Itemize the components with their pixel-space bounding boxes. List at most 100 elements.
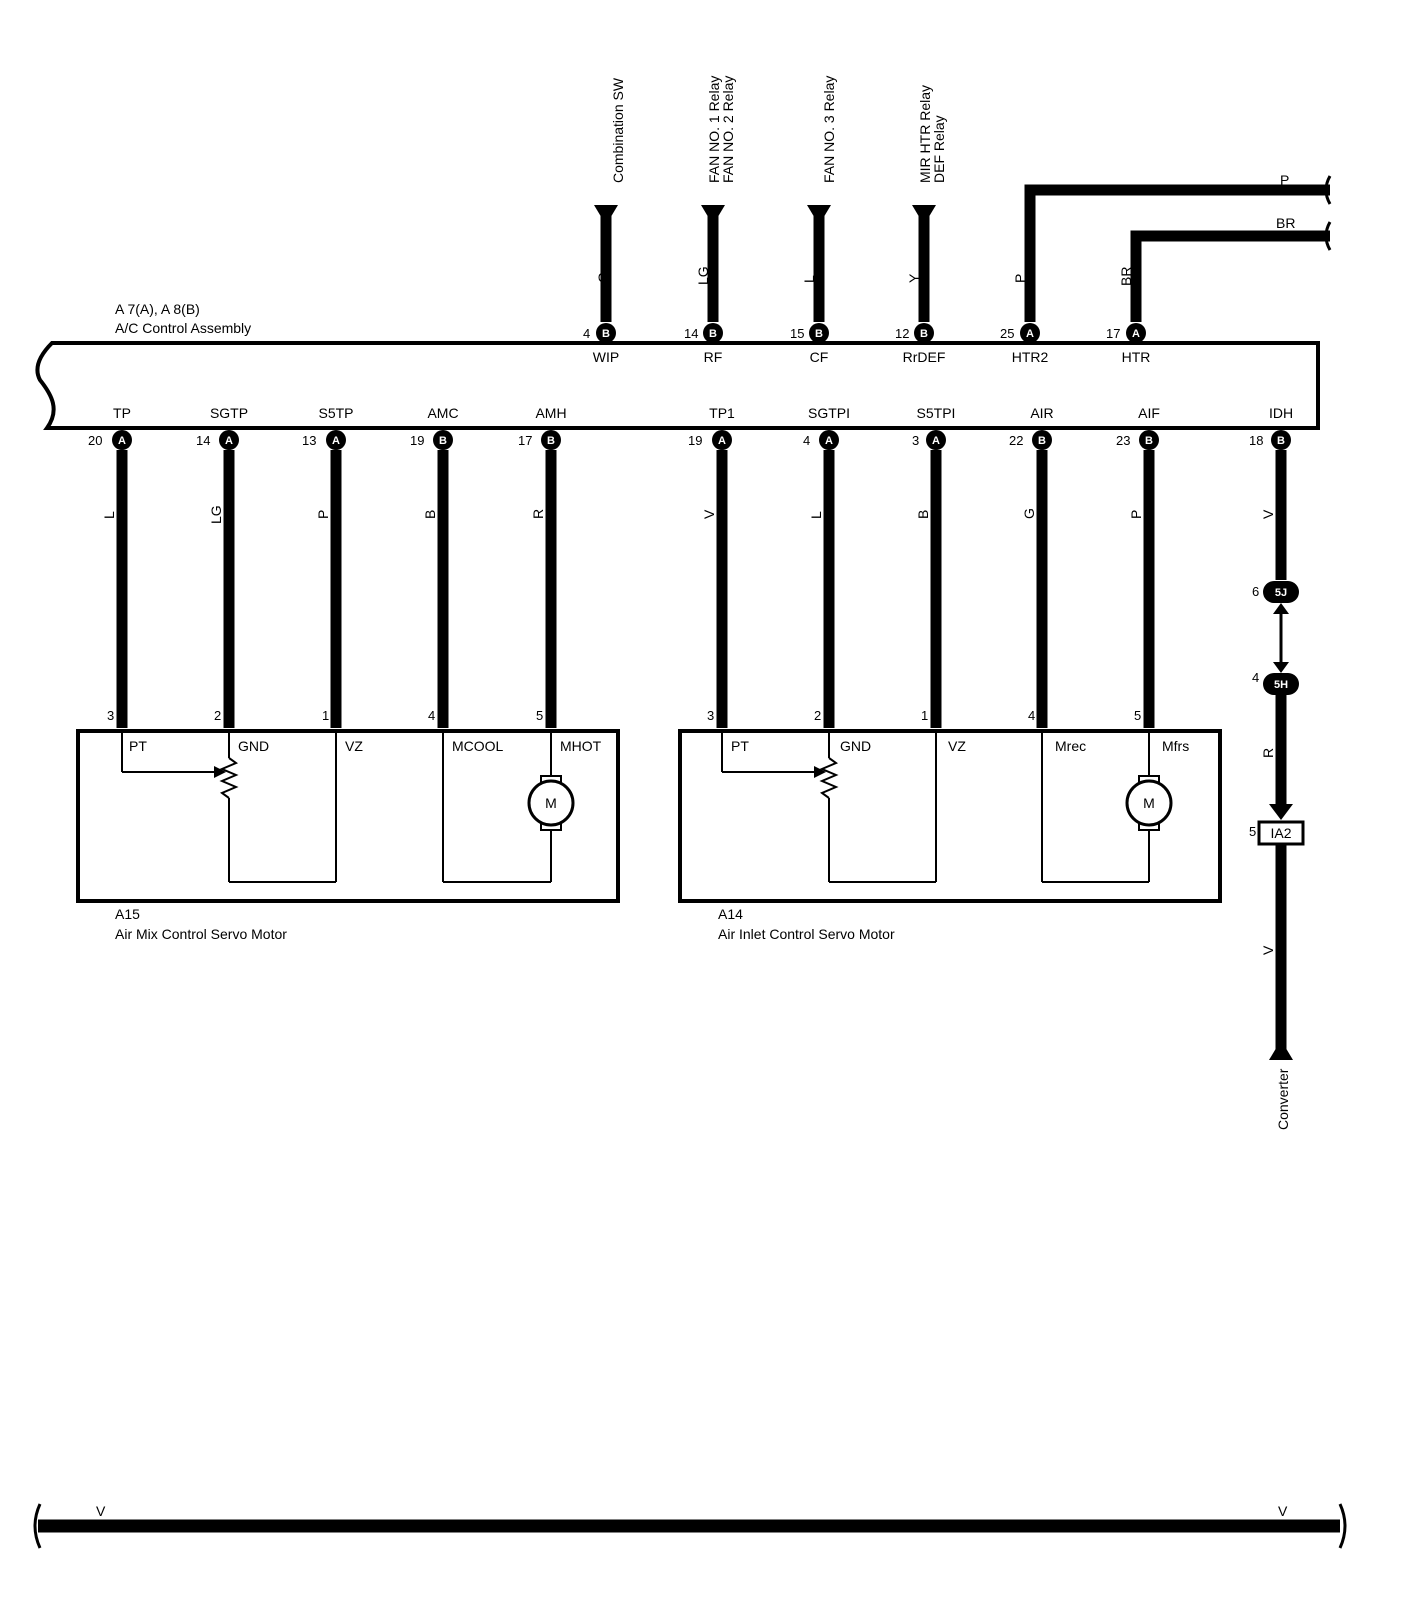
amc-wire-color: B [422,510,438,519]
idh-wire-color: V [1260,509,1276,519]
htr2-pin: 25 [1000,326,1014,341]
top-wire-htr: BR BR 17 A HTR [1106,215,1332,365]
a15-motor-symbol: M [545,795,557,811]
a15-wiper-arrow-icon [214,766,226,778]
a14-terminal-gnd: GND [840,738,871,754]
htr-wire-color: BR [1118,267,1134,286]
wip-connector: B [602,328,610,340]
rf-destination-1: FAN NO. 1 Relay [706,76,722,183]
a15-terminal-vz: VZ [345,738,363,754]
htr-connector: A [1132,328,1140,340]
top-wire-rf: FAN NO. 1 Relay FAN NO. 2 Relay LG 14 B … [684,76,736,365]
a15-name: Air Mix Control Servo Motor [115,926,287,942]
htr-pin: 17 [1106,326,1120,341]
air-signal: AIR [1030,405,1053,421]
wip-wire-color: G [595,272,611,283]
a14-potentiometer-icon [819,757,839,799]
sgtp-connector: A [225,435,233,447]
cf-signal: CF [810,349,829,365]
wip-destination: Combination SW [610,77,626,183]
cf-destination: FAN NO. 3 Relay [821,76,837,183]
sgtp-motor-pin: 2 [214,708,221,723]
air-motor-pin: 4 [1028,708,1035,723]
sgtp-wire-color: LG [208,505,224,524]
htr2-continue-color: P [1280,172,1289,188]
top-wire-cf: FAN NO. 3 Relay L 15 B CF [790,76,837,365]
ac-control-ref: A 7(A), A 8(B) [115,301,200,317]
bottom-wire-s5tpi: S5TPI 3 A B 1 [912,405,955,728]
tp-connector: A [118,435,126,447]
bottom-bus-left-color: V [96,1503,106,1519]
s5tp-motor-pin: 1 [322,708,329,723]
rrdef-destination-1: MIR HTR Relay [917,85,933,183]
rf-signal: RF [704,349,723,365]
junction-up-arrow-icon [1273,603,1289,614]
tp1-pin: 19 [688,433,702,448]
idh-r-wire-color: R [1260,748,1276,758]
cf-pin: 15 [790,326,804,341]
air-connector: B [1038,435,1046,447]
s5tpi-wire-color: B [915,510,931,519]
bottom-wire-air: AIR 22 B G 4 [1009,405,1054,728]
aif-signal: AIF [1138,405,1160,421]
rrdef-connector: B [920,328,928,340]
bottom-wire-amc: AMC 19 B B 4 [410,405,459,728]
a14-wiper-arrow-icon [814,766,826,778]
ia2-arrow-icon [1269,804,1293,820]
htr2-connector: A [1026,328,1034,340]
rf-wire-color: LG [695,266,711,285]
converter-label: Converter [1275,1068,1291,1130]
rrdef-wire-color: Y [906,273,922,283]
wip-pin: 4 [583,326,590,341]
sgtpi-motor-pin: 2 [814,708,821,723]
ac-control-name: A/C Control Assembly [115,320,251,336]
s5tp-pin: 13 [302,433,316,448]
sgtpi-wire-color: L [808,511,824,519]
a14-terminal-mrec: Mrec [1055,738,1086,754]
a14-motor-icon [1125,779,1173,827]
idh-signal: IDH [1269,405,1293,421]
junction-5j-label: 5J [1275,587,1287,599]
s5tpi-signal: S5TPI [917,405,956,421]
aif-connector: B [1145,435,1153,447]
a14-motor-symbol: M [1143,795,1155,811]
amh-pin: 17 [518,433,532,448]
sgtp-signal: SGTP [210,405,248,421]
ac-control-box [35,341,1320,430]
idh-pin: 18 [1249,433,1263,448]
tp-signal: TP [113,405,131,421]
top-wire-wip: Combination SW G 4 B WIP [583,77,626,365]
cf-wire-color: L [801,275,817,283]
ac-control-assembly: A 7(A), A 8(B) A/C Control Assembly [35,301,1320,430]
a15-terminal-gnd: GND [238,738,269,754]
sgtpi-pin: 4 [803,433,810,448]
tp-motor-pin: 3 [107,708,114,723]
amh-connector: B [547,435,555,447]
bottom-wire-tp1: TP1 19 A V 3 [688,405,735,728]
bottom-wire-sgtpi: SGTPI 4 A L 2 [803,405,850,728]
tp1-connector: A [718,435,726,447]
sgtp-pin: 14 [196,433,210,448]
cf-connector: B [815,328,823,340]
bottom-wire-sgtp: SGTP 14 A LG 2 [196,405,248,728]
rf-destination-2: FAN NO. 2 Relay [720,76,736,183]
bottom-wire-s5tp: S5TP 13 A P 1 [302,405,354,728]
motor-a15: PT GND VZ MCOOL MHOT M A15 Air Mix Contr… [76,729,620,942]
s5tp-signal: S5TP [318,405,353,421]
idh-connector: B [1277,435,1285,447]
htr2-wire-color: P [1012,274,1028,283]
a15-terminal-pt: PT [129,738,147,754]
sgtpi-signal: SGTPI [808,405,850,421]
bottom-wire-tp: TP 20 A L 3 [88,405,132,728]
junction-5j-pin: 6 [1252,584,1259,599]
junction-down-arrow-icon [1273,662,1289,673]
tp1-wire-color: V [701,509,717,519]
a14-terminal-vz: VZ [948,738,966,754]
s5tpi-connector: A [932,435,940,447]
a15-motor-icon [527,779,575,827]
bottom-wire-idh: IDH 18 B V 6 5J 4 5H R 5 IA2 V Converter [1249,405,1305,1130]
motor-a14-box [678,729,1222,903]
s5tpi-motor-pin: 1 [921,708,928,723]
sgtpi-connector: A [825,435,833,447]
ia2-label: IA2 [1270,825,1291,841]
